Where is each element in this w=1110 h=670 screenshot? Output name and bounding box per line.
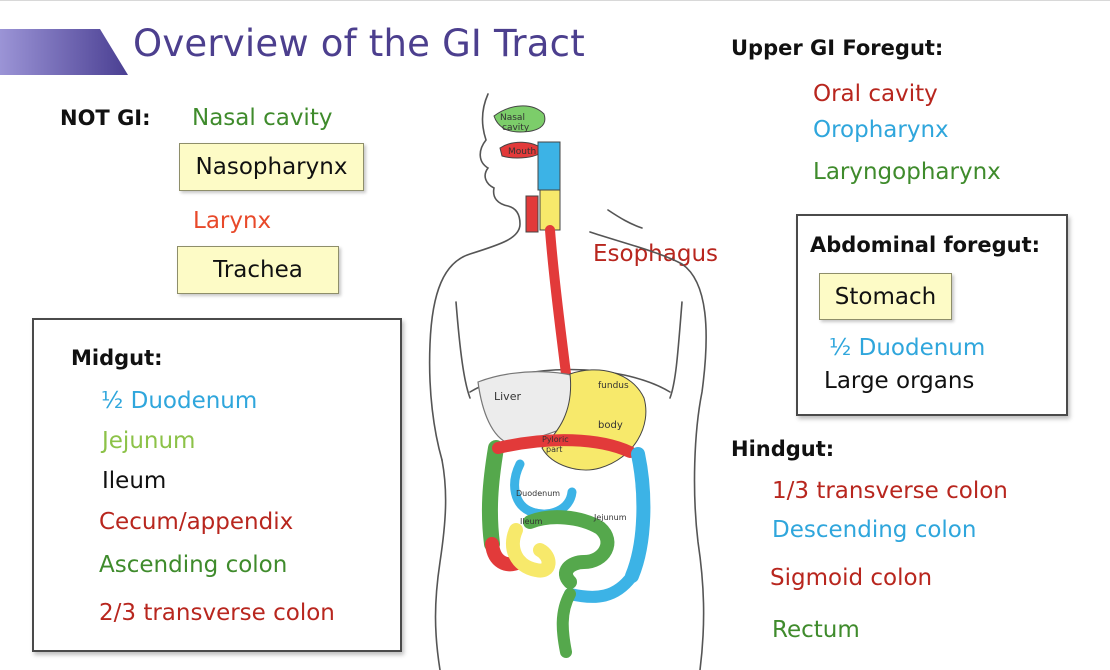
not-gi-heading: NOT GI: bbox=[60, 106, 151, 130]
not-gi-nasal-cavity: Nasal cavity bbox=[192, 105, 333, 131]
hindgut-third-transverse-colon: 1/3 transverse colon bbox=[772, 478, 1008, 504]
midgut-half-duodenum: ½ Duodenum bbox=[101, 388, 258, 414]
upper-gi-oropharynx: Oropharynx bbox=[813, 117, 949, 143]
diagram-text: Nasal cavity Mouth Liver fundus body Pyl… bbox=[494, 113, 629, 526]
body-outline bbox=[428, 93, 707, 670]
label-nasal: Nasal bbox=[500, 113, 525, 123]
label-pyloric: Pyloric bbox=[542, 435, 569, 444]
label-duodenum: Duodenum bbox=[516, 489, 560, 498]
midgut-panel bbox=[32, 318, 402, 652]
midgut-cecum-appendix: Cecum/appendix bbox=[99, 509, 294, 535]
not-gi-nasopharynx-box: Nasopharynx bbox=[179, 143, 364, 191]
hindgut-rectum: Rectum bbox=[772, 617, 860, 643]
abdominal-foregut-heading: Abdominal foregut: bbox=[810, 233, 1041, 257]
abdominal-foregut-half-duodenum: ½ Duodenum bbox=[829, 335, 986, 361]
label-mouth: Mouth bbox=[508, 147, 536, 157]
not-gi-trachea-box: Trachea bbox=[177, 246, 339, 294]
upper-gi-foregut-heading: Upper GI Foregut: bbox=[731, 36, 944, 60]
label-part: part bbox=[546, 445, 562, 454]
gi-tract-illustration: Nasal cavity Mouth Liver fundus body Pyl… bbox=[420, 92, 720, 670]
abdominal-foregut-stomach-box: Stomach bbox=[819, 273, 952, 320]
midgut-ascending-colon: Ascending colon bbox=[99, 552, 288, 578]
abdominal-foregut-panel bbox=[796, 214, 1068, 416]
midgut-jejunum: Jejunum bbox=[102, 428, 196, 454]
label-ileum: Ileum bbox=[520, 517, 543, 526]
label-body: body bbox=[598, 420, 623, 431]
abdominal-foregut-large-organs: Large organs bbox=[824, 368, 975, 394]
not-gi-larynx: Larynx bbox=[193, 208, 272, 234]
title-banner bbox=[0, 29, 128, 75]
midgut-ileum: Ileum bbox=[102, 468, 167, 494]
upper-gi-laryngopharynx: Laryngopharynx bbox=[813, 159, 1001, 185]
midgut-heading: Midgut: bbox=[71, 346, 163, 370]
hindgut-sigmoid-colon: Sigmoid colon bbox=[770, 565, 933, 591]
hindgut-heading: Hindgut: bbox=[731, 437, 835, 461]
hindgut-descending-colon: Descending colon bbox=[772, 517, 977, 543]
label-jejunum: Jejunum bbox=[593, 513, 627, 522]
label-cavity: cavity bbox=[502, 123, 530, 133]
midgut-two-thirds-transverse-colon: 2/3 transverse colon bbox=[99, 600, 335, 626]
esophagus-label: Esophagus bbox=[593, 241, 719, 267]
page-title: Overview of the GI Tract bbox=[133, 22, 585, 65]
top-border bbox=[0, 0, 1110, 1]
label-fundus: fundus bbox=[598, 381, 629, 391]
upper-gi-oral-cavity: Oral cavity bbox=[813, 81, 938, 107]
gi-tract-drawing: Nasal cavity Mouth Liver fundus body Pyl… bbox=[428, 93, 707, 670]
label-liver: Liver bbox=[494, 390, 521, 403]
